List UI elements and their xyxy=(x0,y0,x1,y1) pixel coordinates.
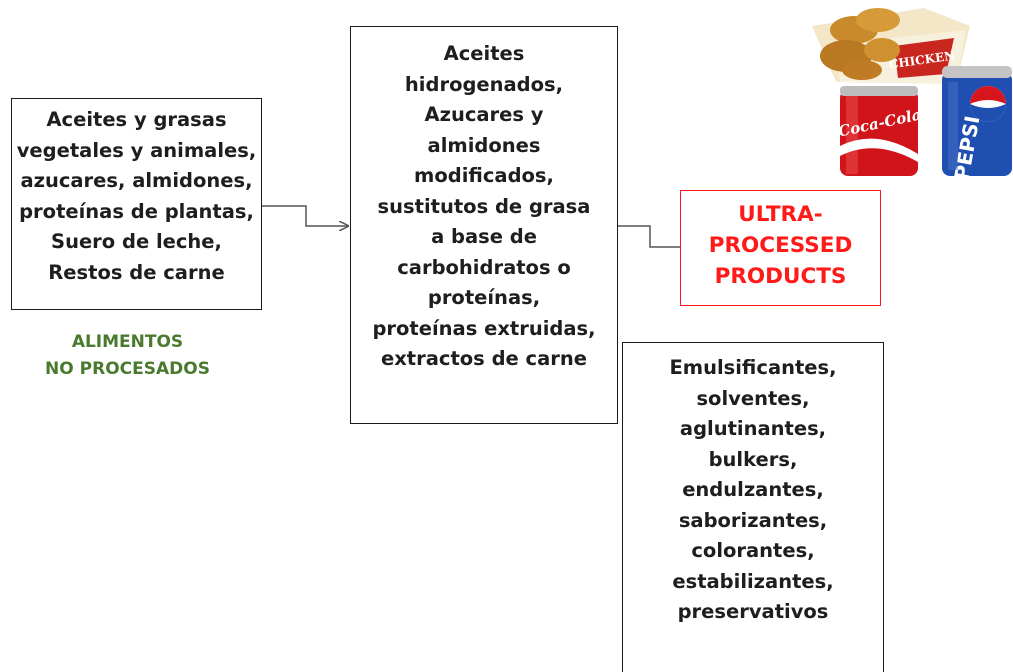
processed-ingredients-line: almidones xyxy=(427,133,541,157)
raw-ingredients-box: Aceites y grasas vegetales y animales, a… xyxy=(11,98,262,310)
unprocessed-foods-caption: ALIMENTOS NO PROCESADOS xyxy=(20,329,235,383)
processed-ingredients-line: proteínas, xyxy=(427,286,541,309)
additive-line: estabilizantes, xyxy=(672,569,834,593)
raw-ingredients-line: azucares, almidones, xyxy=(20,169,253,192)
raw-ingredients-line: proteínas de plantas, xyxy=(19,199,254,223)
processed-ingredients-line: Azucares y xyxy=(424,103,544,126)
ultra-processed-line: PROCESSED xyxy=(708,233,853,258)
ultra-processed-line: ULTRA- xyxy=(738,202,823,227)
additive-line: Emulsificantes, xyxy=(669,356,837,379)
processed-ingredients-box: Aceites hidrogenados, Azucares y almidon… xyxy=(350,26,618,424)
raw-ingredients-line: Suero de leche, xyxy=(51,230,222,253)
processed-ingredients-line: modificados, xyxy=(414,164,554,187)
processed-ingredients-line: Aceites xyxy=(443,42,525,65)
caption-line: NO PROCESADOS xyxy=(45,359,210,379)
additive-line: colorantes, xyxy=(691,539,815,562)
pepsi-can-image: PEPSI xyxy=(942,66,1012,180)
processed-ingredients-line: hidrogenados, xyxy=(404,72,564,96)
line-middle-to-ultra xyxy=(618,225,680,248)
additives-box: Emulsificantes, solventes, aglutinantes,… xyxy=(622,342,884,672)
additive-line: saborizantes, xyxy=(678,508,828,532)
additive-line: aglutinantes, xyxy=(679,417,827,440)
coca-cola-can-image: Coca-Cola xyxy=(837,86,922,176)
processed-ingredients-line: a base de xyxy=(431,225,537,248)
processed-ingredients-line: proteínas extruidas, xyxy=(372,316,596,340)
raw-ingredients-line: Restos de carne xyxy=(48,260,225,284)
ultra-processed-line: PRODUCTS xyxy=(714,264,847,289)
caption-line: ALIMENTOS xyxy=(71,332,184,352)
additive-line: solventes, xyxy=(696,386,810,410)
additive-line: endulzantes, xyxy=(682,478,824,501)
ultra-processed-products-box: ULTRA- PROCESSED PRODUCTS xyxy=(680,190,881,306)
arrow-raw-to-middle xyxy=(262,205,348,226)
raw-ingredients-line: vegetales y animales, xyxy=(16,138,257,162)
fried-chicken-box-image: CHICKEN xyxy=(812,8,970,84)
raw-ingredients-line: Aceites y grasas xyxy=(46,108,227,131)
additive-line: preservativos xyxy=(677,600,829,623)
processed-ingredients-line: extractos de carne xyxy=(381,347,587,370)
processed-ingredients-line: carbohidratos o xyxy=(397,255,571,279)
processed-ingredients-line: sustitutos de grasa xyxy=(377,194,591,218)
additive-line: bulkers, xyxy=(708,447,798,471)
